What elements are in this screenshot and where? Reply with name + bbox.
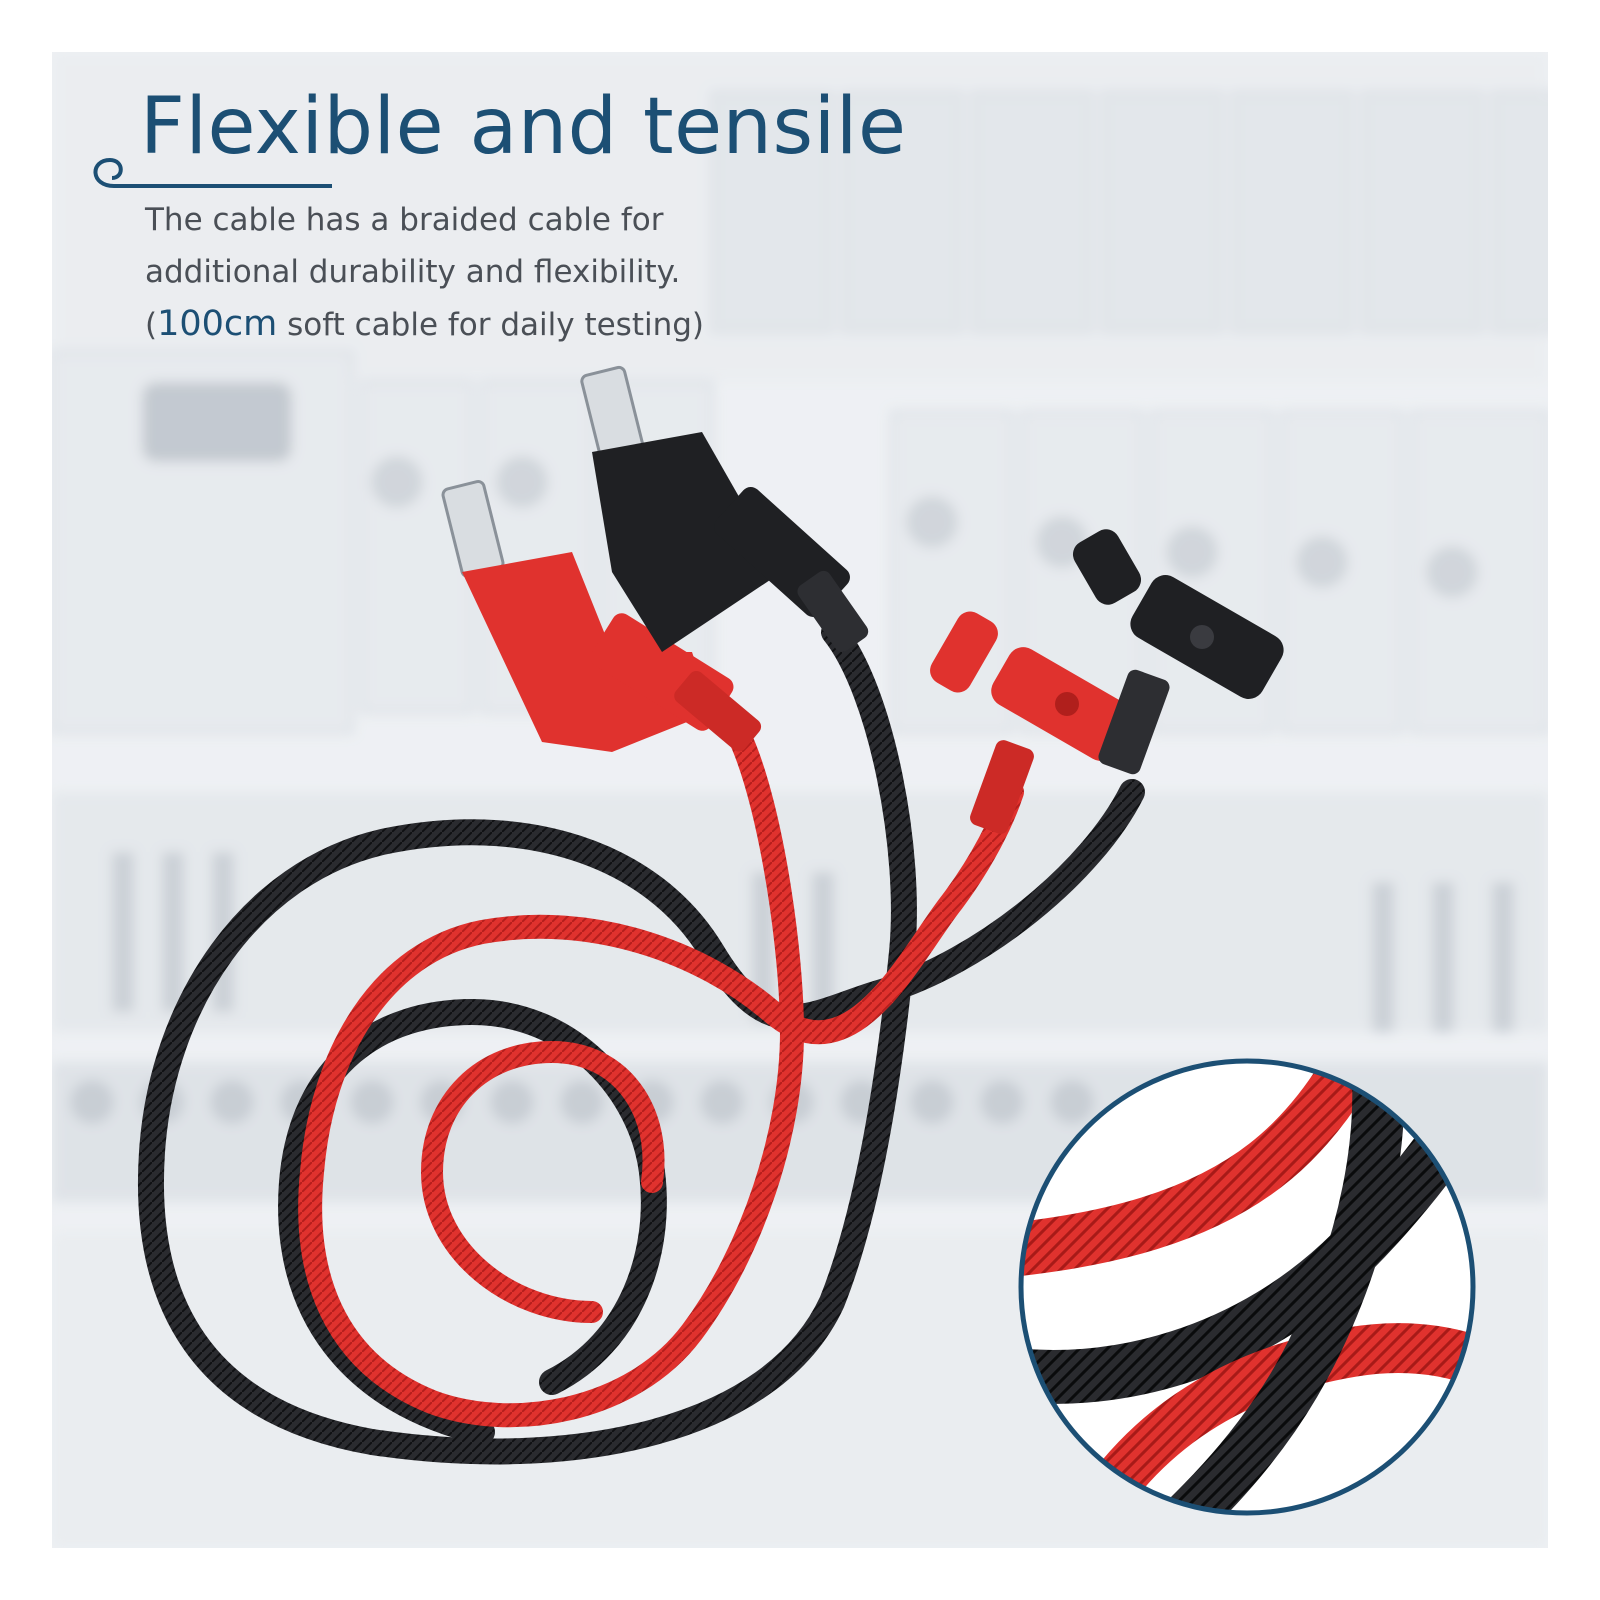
headline: Flexible and tensile [140, 82, 907, 172]
red-alligator-clip [441, 480, 762, 752]
test-leads-image [138, 365, 1284, 1465]
braid-detail-zoom [1018, 1058, 1476, 1516]
description-line-3: (100cm soft cable for daily testing) [145, 298, 704, 351]
decorative-swirl-icon [93, 157, 332, 188]
product-banner: Flexible and tensile The cable has a bra… [52, 52, 1548, 1548]
red-cable [298, 730, 1024, 1428]
black-alligator-clip [580, 365, 869, 652]
description-line-1: The cable has a braided cable for [145, 202, 664, 238]
length-highlight: 100cm [157, 304, 278, 344]
description-line-3-rest: soft cable for daily testing) [277, 307, 705, 343]
red-banana-plug [930, 611, 1133, 834]
description: The cable has a braided cable for additi… [145, 194, 704, 351]
description-line-2: additional durability and flexibility. [145, 254, 681, 290]
open-paren: ( [145, 307, 158, 343]
black-banana-plug [1072, 529, 1284, 775]
black-cable [138, 619, 1145, 1465]
